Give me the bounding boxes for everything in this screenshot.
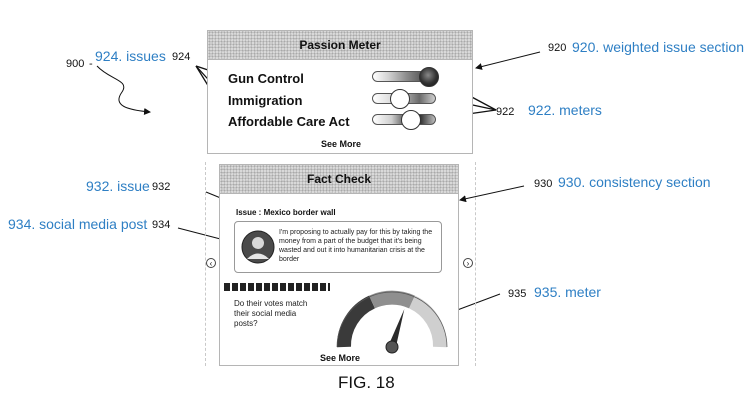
ref-900-dash: -: [89, 58, 93, 70]
ref-920: 920: [548, 42, 566, 54]
meter-knob[interactable]: [419, 67, 439, 87]
ref-935: 935: [508, 288, 526, 300]
passion-meter-panel: Passion Meter Gun Control Immigration Af…: [207, 30, 473, 154]
chevron-left-icon[interactable]: ‹: [206, 258, 216, 268]
figure-caption: FIG. 18: [338, 373, 395, 393]
fact-check-title: Fact Check: [220, 165, 458, 194]
label-924: 924. issues: [95, 48, 166, 64]
issue-affordable-care-act[interactable]: Affordable Care Act: [228, 114, 350, 129]
carousel-rail-right: [475, 162, 476, 366]
gauge-arc-mid: [372, 298, 412, 302]
label-920: 920. weighted issue section: [572, 39, 744, 55]
ref-932: 932: [152, 181, 170, 193]
label-934: 934. social media post: [8, 216, 147, 232]
see-more-link[interactable]: See More: [320, 353, 360, 363]
label-932: 932. issue: [86, 178, 150, 194]
label-935: 935. meter: [534, 284, 601, 300]
leader-930: [460, 186, 524, 200]
meter-affordable-care-act[interactable]: [372, 114, 436, 125]
ref-930: 930: [534, 178, 552, 190]
gauge-arc-light: [412, 302, 440, 347]
question-text: Do their votes match their social media …: [234, 299, 316, 329]
leader-900: [97, 66, 150, 112]
ref-924: 924: [172, 51, 190, 63]
fact-check-panel: Fact Check Issue : Mexico border wall I'…: [219, 164, 459, 366]
meter-knob[interactable]: [390, 89, 410, 109]
label-930: 930. consistency section: [558, 174, 711, 190]
avatar: [241, 230, 275, 264]
ref-900: 900: [66, 58, 84, 70]
social-media-post[interactable]: I'm proposing to actually pay for this b…: [234, 221, 442, 273]
ref-922: 922: [496, 106, 514, 118]
gauge-hub: [386, 341, 398, 353]
chevron-right-icon[interactable]: ›: [463, 258, 473, 268]
meter-gun-control[interactable]: [372, 71, 436, 82]
redacted-handle: [224, 283, 330, 291]
consistency-meter: [332, 277, 452, 357]
meter-knob[interactable]: [401, 110, 421, 130]
meter-immigration[interactable]: [372, 93, 436, 104]
see-more-link[interactable]: See More: [321, 139, 361, 149]
gauge-arc-dark: [344, 302, 372, 347]
label-922: 922. meters: [528, 102, 602, 118]
passion-meter-title: Passion Meter: [208, 31, 472, 60]
issue-gun-control[interactable]: Gun Control: [228, 71, 304, 86]
issue-immigration[interactable]: Immigration: [228, 93, 302, 108]
post-text: I'm proposing to actually pay for this b…: [279, 228, 437, 270]
leader-920: [476, 52, 540, 68]
ref-934: 934: [152, 219, 170, 231]
issue-heading: Issue : Mexico border wall: [236, 208, 336, 217]
